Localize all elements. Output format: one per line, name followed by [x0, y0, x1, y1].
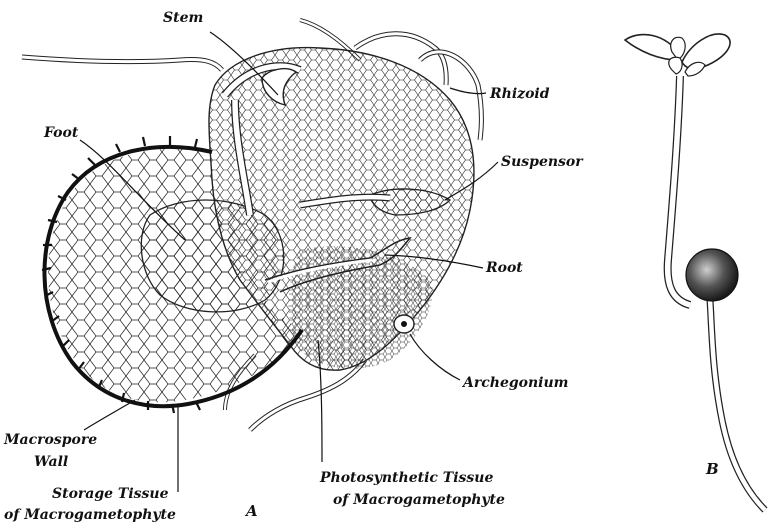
label-macrospore-wall-2: Wall: [34, 454, 68, 470]
macrospore: [686, 249, 738, 301]
label-foot: Foot: [43, 125, 79, 141]
label-storage-tissue-2: of Macrogametophyte: [4, 507, 176, 523]
label-macrospore-wall-1: Macrospore: [3, 432, 97, 448]
label-storage-tissue-1: Storage Tissue: [52, 486, 169, 502]
panel-a-drawing: [22, 20, 481, 430]
cotyledons: [625, 34, 730, 76]
label-photosynthetic-tissue-1: Photosynthetic Tissue: [319, 470, 493, 486]
label-archegonium: Archegonium: [461, 375, 568, 391]
label-photosynthetic-tissue-2: of Macrogametophyte: [333, 492, 505, 508]
panel-b-drawing: [625, 34, 765, 510]
panel-label-a: A: [244, 502, 258, 520]
label-stem: Stem: [163, 10, 203, 26]
foot: [141, 200, 283, 312]
label-suspensor: Suspensor: [501, 154, 584, 170]
archegonium: [394, 315, 414, 333]
label-root: Root: [485, 260, 523, 276]
panel-label-b: B: [705, 460, 719, 478]
label-rhizoid: Rhizoid: [489, 86, 550, 102]
